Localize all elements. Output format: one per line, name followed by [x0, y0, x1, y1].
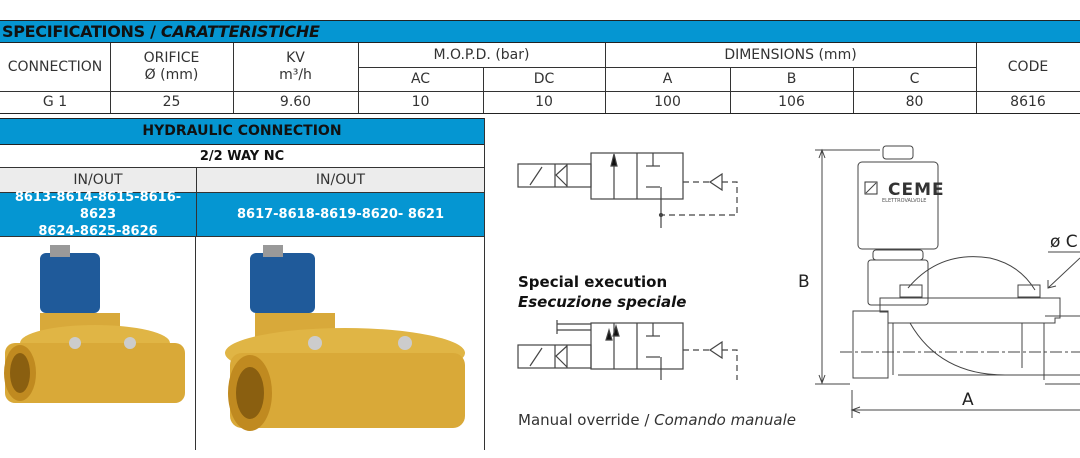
- col-connection: CONNECTION: [7, 58, 103, 75]
- dimension-drawing: [815, 145, 1080, 418]
- col-dc: DC: [533, 70, 555, 87]
- dimension-b-label: B: [798, 272, 810, 292]
- ceme-logo-sub: ELETTROVALVOLE: [882, 198, 927, 204]
- manual-it: Comando manuale: [654, 411, 796, 429]
- col1-label: IN/OUT: [0, 168, 196, 193]
- orifice-label: ORIFICE: [143, 50, 200, 66]
- special-title-en: Special execution: [518, 273, 668, 291]
- col-a: A: [662, 70, 673, 87]
- cell-connection: G 1: [42, 94, 68, 110]
- manual-en: Manual override /: [518, 411, 655, 429]
- cell-b: 106: [778, 94, 805, 110]
- manual-override-valve-symbol: [517, 320, 738, 380]
- specifications-header: SPECIFICATIONS / CARATTERISTICHE: [0, 20, 1080, 43]
- col-dimensions: DIMENSIONS (mm): [724, 46, 857, 63]
- col-b: B: [786, 70, 797, 87]
- cell-orifice: 25: [162, 94, 181, 110]
- cell-a: 100: [654, 94, 681, 110]
- kv-label: KV: [286, 50, 305, 66]
- standard-valve-symbol: [517, 152, 738, 228]
- ceme-logo: CEME: [888, 180, 945, 200]
- valve-photo-small: [4, 245, 185, 403]
- col1-codes: 8613-8614-8615-8616-8623 8624-8625-8626: [0, 190, 196, 239]
- dimension-c-label: ø C: [1050, 232, 1078, 252]
- col2-label: IN/OUT: [196, 168, 484, 193]
- cell-code: 8616: [1010, 94, 1046, 110]
- special-execution-title: Special execution Esecuzione speciale: [518, 272, 686, 312]
- col-ac: AC: [410, 70, 431, 87]
- special-title-it: Esecuzione speciale: [518, 293, 687, 311]
- cell-dc: 10: [535, 94, 553, 110]
- hydraulic-subtitle: 2/2 WAY NC: [0, 145, 484, 168]
- codes-line2: 8624-8625-8626: [38, 224, 158, 239]
- header-title: SPECIFICATIONS /: [2, 22, 161, 41]
- col2-codes: 8617-8618-8619-8620- 8621: [196, 193, 484, 237]
- manual-override-caption: Manual override / Comando manuale: [518, 411, 796, 429]
- col-mopd: M.O.P.D. (bar): [433, 46, 530, 63]
- col-c: C: [909, 70, 920, 87]
- valve-photo-large: [225, 245, 465, 431]
- dimension-a-label: A: [962, 390, 974, 410]
- hydraulic-title: HYDRAULIC CONNECTION: [0, 118, 484, 145]
- header-title-italic: CARATTERISTICHE: [160, 22, 320, 41]
- cell-kv: 9.60: [279, 94, 312, 110]
- codes-line1: 8613-8614-8615-8616-8623: [14, 190, 182, 222]
- cell-ac: 10: [411, 94, 430, 110]
- kv-unit: m³/h: [279, 67, 312, 83]
- cell-c: 80: [905, 94, 924, 110]
- col-code: CODE: [1007, 58, 1049, 75]
- orifice-unit: Ø (mm): [144, 67, 199, 83]
- hydraulic-connection-table: HYDRAULIC CONNECTION 2/2 WAY NC IN/OUT I…: [0, 118, 485, 450]
- valve-symbol-schematics: [517, 152, 738, 380]
